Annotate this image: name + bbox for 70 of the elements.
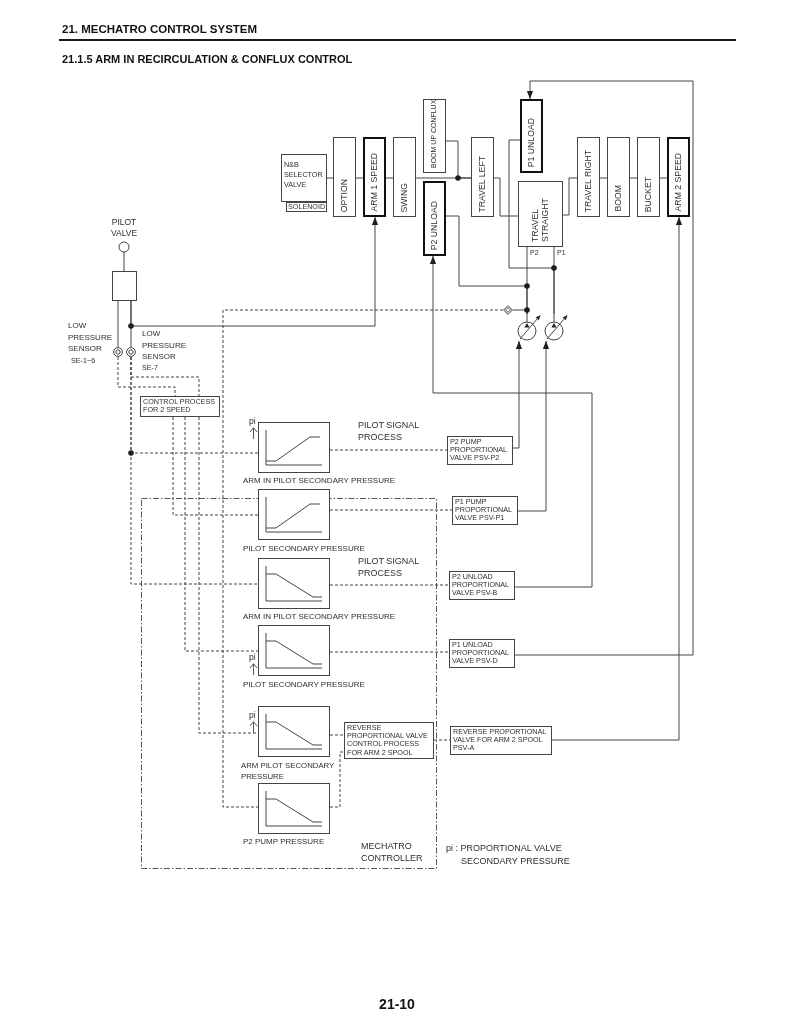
curve-graph xyxy=(258,422,330,473)
line xyxy=(355,177,364,179)
curve-graph xyxy=(258,489,330,540)
symbol-label: pi xyxy=(249,653,256,662)
pump-symbol xyxy=(517,314,541,341)
section-title: 21.1.5 ARM IN RECIRCULATION & CONFLUX CONTROL xyxy=(62,53,353,65)
valve-section: BOOM xyxy=(607,137,630,217)
dashed-line xyxy=(172,416,259,516)
dashed-line xyxy=(329,509,453,511)
line xyxy=(659,177,668,179)
curve-graph xyxy=(258,706,330,757)
controller-label: MECHATRO CONTROLLER xyxy=(361,840,424,864)
line xyxy=(599,177,608,179)
valve-section: ARM 1 SPEED xyxy=(363,137,386,217)
valve-section: P2 UNLOAD xyxy=(423,181,446,256)
arrow xyxy=(130,216,379,327)
sensor-symbol xyxy=(113,347,123,357)
line xyxy=(117,300,119,348)
graph-caption: ARM IN PILOT SECONDARY PRESSURE xyxy=(243,476,396,486)
arrow xyxy=(512,340,523,449)
sensor-label: LOW PRESSURE SENSOR xyxy=(68,320,113,355)
arrow xyxy=(514,80,694,656)
dashed-line xyxy=(329,449,448,451)
valve-section: SWING xyxy=(393,137,416,217)
dashed-line xyxy=(184,416,259,652)
line xyxy=(493,177,519,217)
dashed-line xyxy=(222,309,504,808)
pump-symbol xyxy=(544,314,568,341)
dashed-line xyxy=(329,751,345,808)
line xyxy=(508,139,555,315)
sensor-symbol xyxy=(126,347,136,357)
dashed-line xyxy=(130,356,259,585)
valve-section: P1 UNLOAD xyxy=(520,99,543,173)
dashed-line xyxy=(329,584,450,586)
dashed-line xyxy=(198,416,259,734)
graph-caption: P2 PUMP PRESSURE xyxy=(243,837,325,847)
valve-section: ARM 2 SPEED xyxy=(667,137,690,217)
page-number: 21-10 xyxy=(378,996,416,1012)
dashed-line xyxy=(329,651,450,653)
arrow xyxy=(551,216,683,741)
diamond-symbol xyxy=(503,305,513,315)
process-label: PILOT SIGNAL PROCESS xyxy=(358,556,421,579)
curve-graph xyxy=(258,625,330,676)
section-header: 21. MECHATRO CONTROL SYSTEM xyxy=(62,22,258,36)
line xyxy=(445,140,472,179)
graph-caption: PILOT SECONDARY PRESSURE xyxy=(243,544,365,554)
dashed-line xyxy=(329,734,345,736)
line xyxy=(130,300,132,348)
arrow xyxy=(429,255,593,588)
graph-caption: PILOT SECONDARY PRESSURE xyxy=(243,680,365,690)
curve-graph xyxy=(258,783,330,834)
symbol-label: pi xyxy=(249,417,256,426)
line xyxy=(512,309,528,315)
process-label: PILOT SIGNAL PROCESS xyxy=(358,420,421,443)
line xyxy=(629,177,638,179)
curve-graph xyxy=(258,558,330,609)
line xyxy=(562,177,578,216)
valve-label: PILOT VALVE xyxy=(109,217,139,238)
valve-section: OPTION xyxy=(333,137,356,217)
line xyxy=(326,177,334,179)
valve-section: TRAVEL RIGHT xyxy=(577,137,600,217)
line xyxy=(385,177,394,179)
valve-section: TRAVEL STRAIGHT xyxy=(518,181,563,247)
arrow xyxy=(517,340,550,512)
graph-caption: ARM IN PILOT SECONDARY PRESSURE xyxy=(243,612,396,622)
sensor-label: LOW PRESSURE SENSOR xyxy=(142,328,187,363)
valve-section: TRAVEL LEFT xyxy=(471,137,494,217)
symbol-label: pi xyxy=(249,711,256,720)
note-text: pi : PROPORTIONAL VALVE SECONDARY PRESSURE xyxy=(446,842,571,867)
valve-section: BUCKET xyxy=(637,137,660,217)
